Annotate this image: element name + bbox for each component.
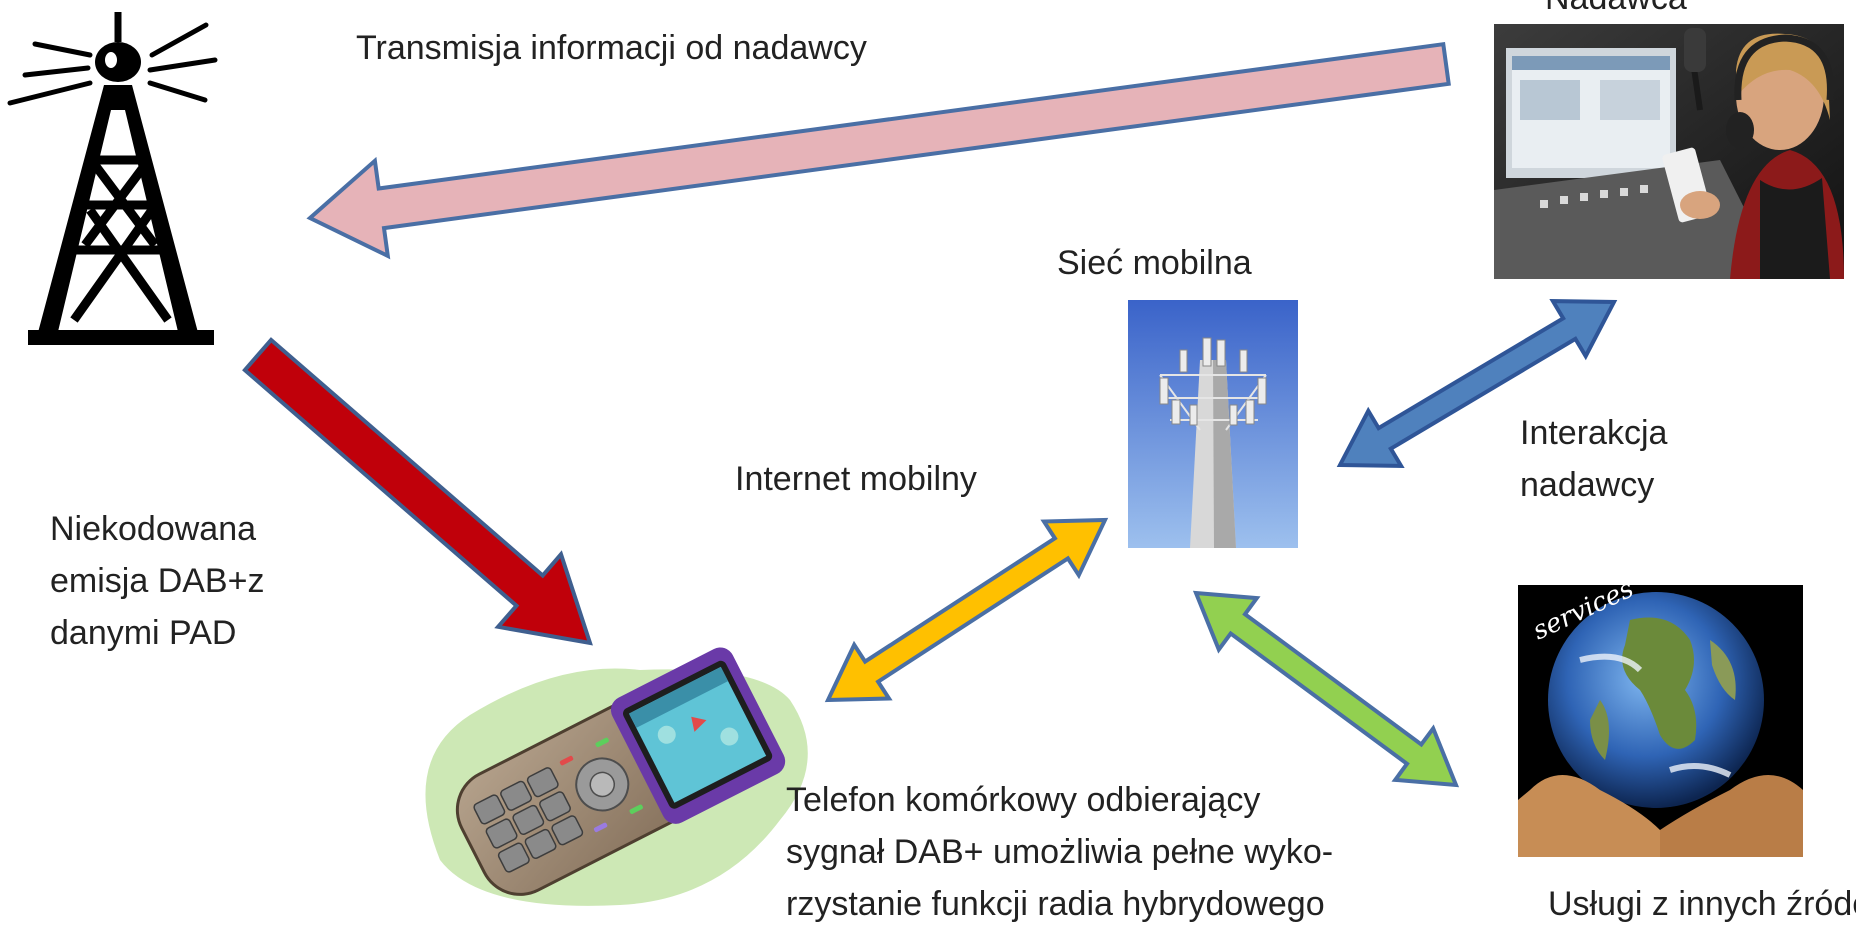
mobile-internet-arrow[interactable]: [824, 517, 1109, 703]
signal-waves-icon: [7, 22, 218, 106]
interaction-label-line2: nadawcy: [1520, 466, 1655, 504]
phone-caption-line2: sygnał DAB+ umożliwia pełne wyko-: [786, 833, 1334, 871]
mobile-network-label: Sieć mobilna: [1057, 244, 1252, 282]
interaction-label-line1: Interakcja: [1520, 414, 1668, 452]
globe-in-hands-photo: services: [1518, 574, 1803, 857]
phone-caption-line3: rzystanie funkcji radia hybrydowego: [786, 885, 1325, 923]
uncoded-emission-line3: danymi PAD: [50, 614, 237, 652]
studio-presenter-photo: [1494, 24, 1844, 279]
broadcaster-interaction-arrow[interactable]: [1336, 299, 1618, 468]
phone-caption-line1: Telefon komórkowy odbierający: [786, 781, 1261, 819]
transmission-arrow: [306, 41, 1451, 260]
dab-emission-arrow: [242, 337, 593, 646]
transmission-label: Transmisja informacji od nadawcy: [356, 29, 867, 67]
uncoded-emission-line2: emisja DAB+z: [50, 562, 265, 600]
radio-tower-icon: [7, 12, 218, 345]
uncoded-emission-line1: Niekodowana: [50, 510, 257, 548]
other-services-arrow[interactable]: [1192, 590, 1460, 788]
mobile-phone-icon: [425, 647, 808, 906]
other-services-label: Usługi z innych źródeł: [1548, 885, 1856, 923]
mobile-internet-label: Internet mobilny: [735, 460, 977, 498]
cell-tower-photo: [1128, 300, 1298, 548]
broadcaster-label: Nadawca: [1545, 0, 1687, 20]
